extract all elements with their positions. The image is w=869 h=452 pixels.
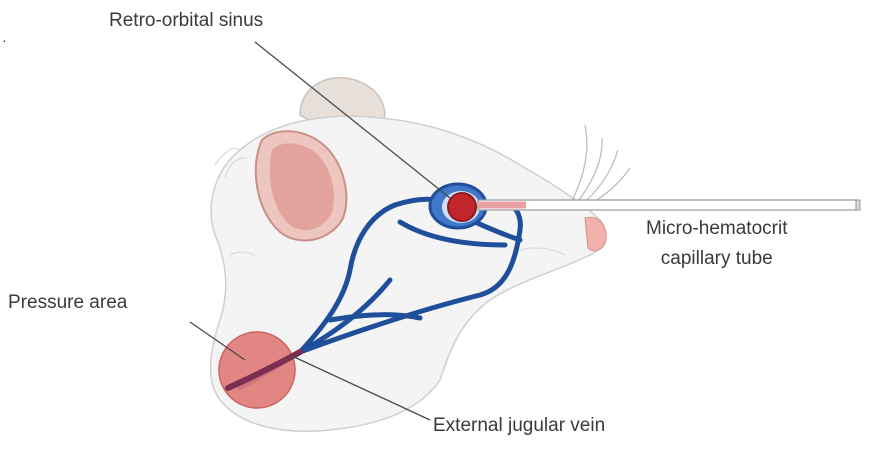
label-capillary-tube-line1: Micro-hematocrit	[646, 214, 787, 244]
label-pressure-area: Pressure area	[8, 290, 127, 316]
label-external-jugular-vein: External jugular vein	[433, 413, 605, 439]
bullet-mark: ·	[2, 32, 7, 48]
whiskers	[570, 125, 630, 210]
pressure-area	[219, 332, 295, 408]
nose	[585, 217, 606, 251]
eye	[448, 193, 476, 221]
label-retro-orbital-sinus: Retro-orbital sinus	[109, 8, 263, 34]
label-capillary-tube-line2: capillary tube	[646, 244, 787, 274]
capillary-tube	[478, 200, 860, 210]
label-capillary-tube: Micro-hematocrit capillary tube	[646, 214, 787, 274]
